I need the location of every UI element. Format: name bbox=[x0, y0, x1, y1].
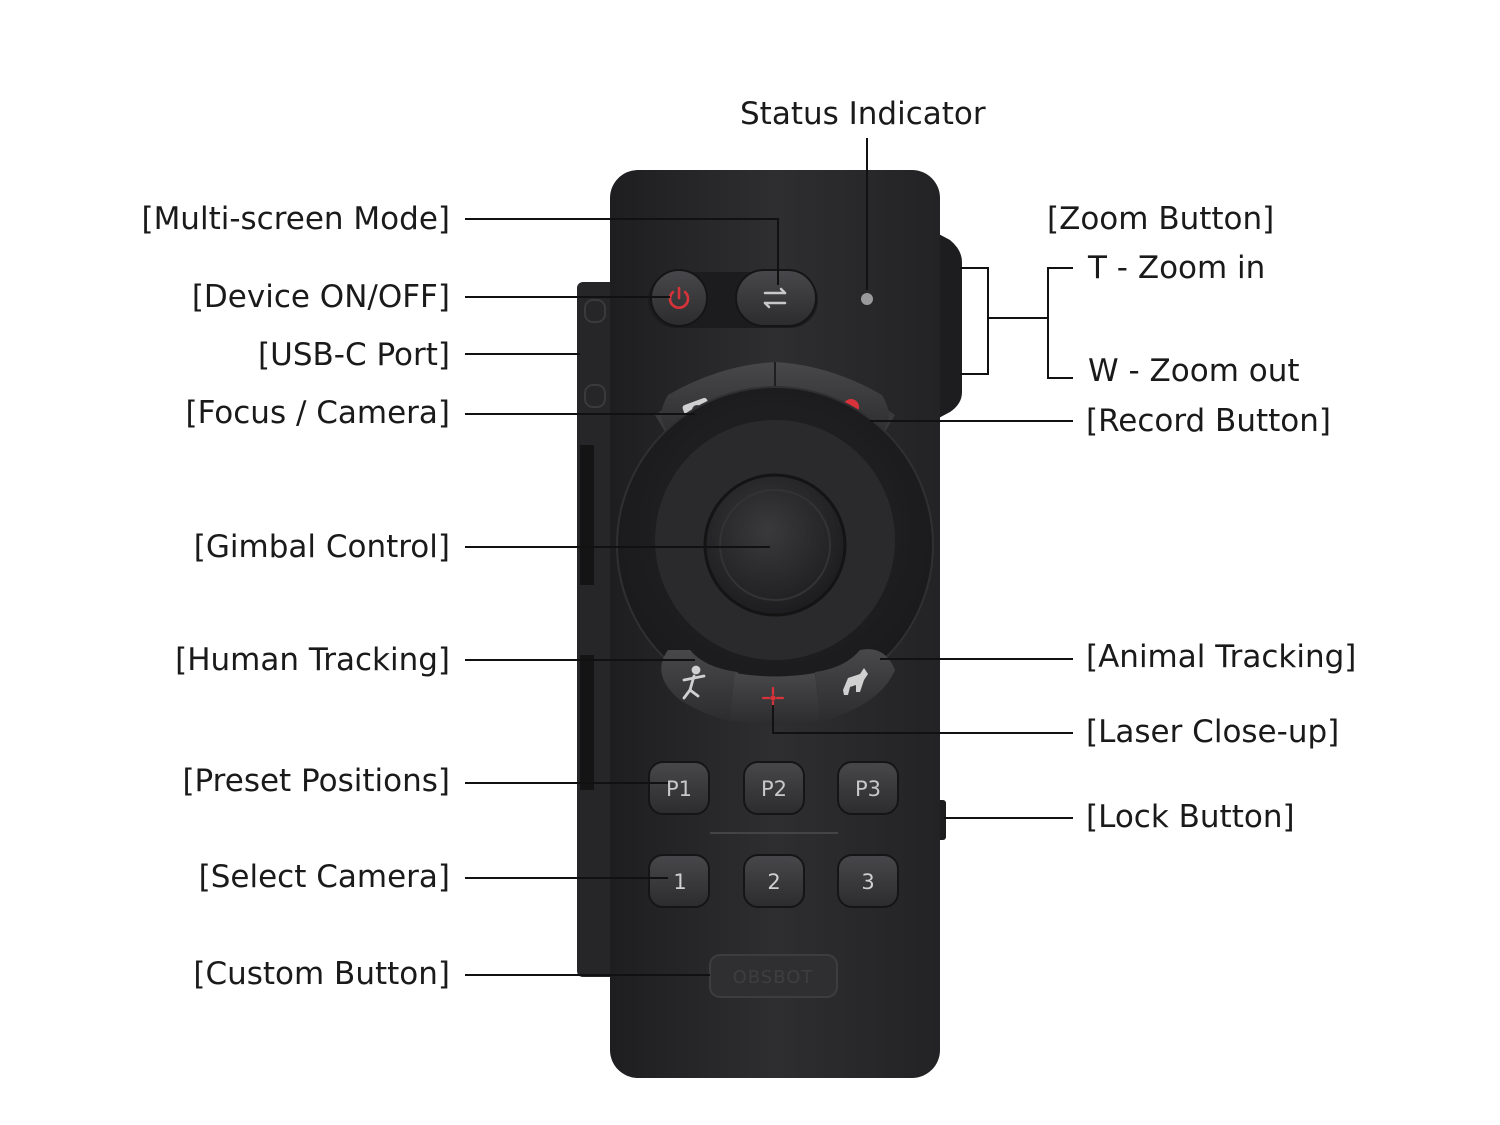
label-laser-close-up: [Laser Close-up] bbox=[1086, 714, 1340, 750]
preset-key-p2[interactable] bbox=[743, 761, 805, 815]
label-focus-camera: [Focus / Camera] bbox=[185, 395, 450, 431]
usb-c-port bbox=[584, 299, 606, 323]
animal-tracking-button[interactable] bbox=[815, 649, 895, 722]
human-tracking-button[interactable] bbox=[661, 650, 738, 722]
swap-arrows-icon bbox=[763, 287, 787, 309]
power-icon bbox=[668, 286, 690, 309]
label-human-tracking: [Human Tracking] bbox=[175, 642, 450, 678]
label-multi-screen-mode: [Multi-screen Mode] bbox=[141, 201, 450, 237]
leader-zoom-fork bbox=[1047, 267, 1073, 379]
leader-lines bbox=[465, 138, 1073, 976]
label-record-button: [Record Button] bbox=[1086, 403, 1331, 439]
preset-key-p1[interactable] bbox=[648, 761, 710, 815]
preset-key-p1-label: P1 bbox=[666, 777, 692, 801]
camera-key-2-label: 2 bbox=[767, 870, 780, 894]
camera-keys: 1 2 3 bbox=[648, 854, 899, 908]
label-status-indicator: Status Indicator bbox=[740, 96, 986, 132]
label-device-on-off: [Device ON/OFF] bbox=[191, 279, 450, 315]
laser-crosshair-icon bbox=[761, 686, 785, 710]
camera-key-1[interactable] bbox=[648, 854, 710, 908]
label-animal-tracking: [Animal Tracking] bbox=[1086, 639, 1357, 675]
status-led bbox=[861, 293, 873, 305]
label-custom-button: [Custom Button] bbox=[193, 956, 450, 992]
animal-icon bbox=[843, 668, 868, 695]
camera-key-3[interactable] bbox=[837, 854, 899, 908]
preset-key-p3[interactable] bbox=[837, 761, 899, 815]
zoom-rocker[interactable] bbox=[935, 232, 962, 420]
label-zoom-button: [Zoom Button] bbox=[1047, 201, 1275, 237]
custom-key-logo: OBSBOT bbox=[733, 967, 814, 988]
label-lock-button: [Lock Button] bbox=[1086, 799, 1295, 835]
leader-laser bbox=[772, 705, 1073, 734]
leader-zoom-bracket bbox=[960, 267, 989, 375]
multi-screen-button[interactable] bbox=[735, 269, 817, 327]
label-preset-positions: [Preset Positions] bbox=[182, 763, 450, 799]
label-zoom-out: W - Zoom out bbox=[1088, 353, 1300, 389]
gimbal-joystick[interactable] bbox=[703, 473, 847, 617]
camera-key-2[interactable] bbox=[743, 854, 805, 908]
label-usb-c-port: [USB-C Port] bbox=[258, 337, 450, 373]
camera-key-1-label: 1 bbox=[673, 870, 686, 894]
preset-key-p3-label: P3 bbox=[855, 777, 881, 801]
preset-keys: P1 P2 P3 bbox=[648, 761, 899, 815]
label-select-camera: [Select Camera] bbox=[198, 859, 450, 895]
human-icon bbox=[682, 665, 706, 700]
side-rail bbox=[577, 282, 617, 977]
preset-key-p2-label: P2 bbox=[761, 777, 787, 801]
leader-multi-screen bbox=[465, 218, 779, 285]
label-gimbal-control: [Gimbal Control] bbox=[193, 529, 450, 565]
camera-key-3-label: 3 bbox=[861, 870, 874, 894]
label-zoom-in: T - Zoom in bbox=[1088, 250, 1266, 286]
